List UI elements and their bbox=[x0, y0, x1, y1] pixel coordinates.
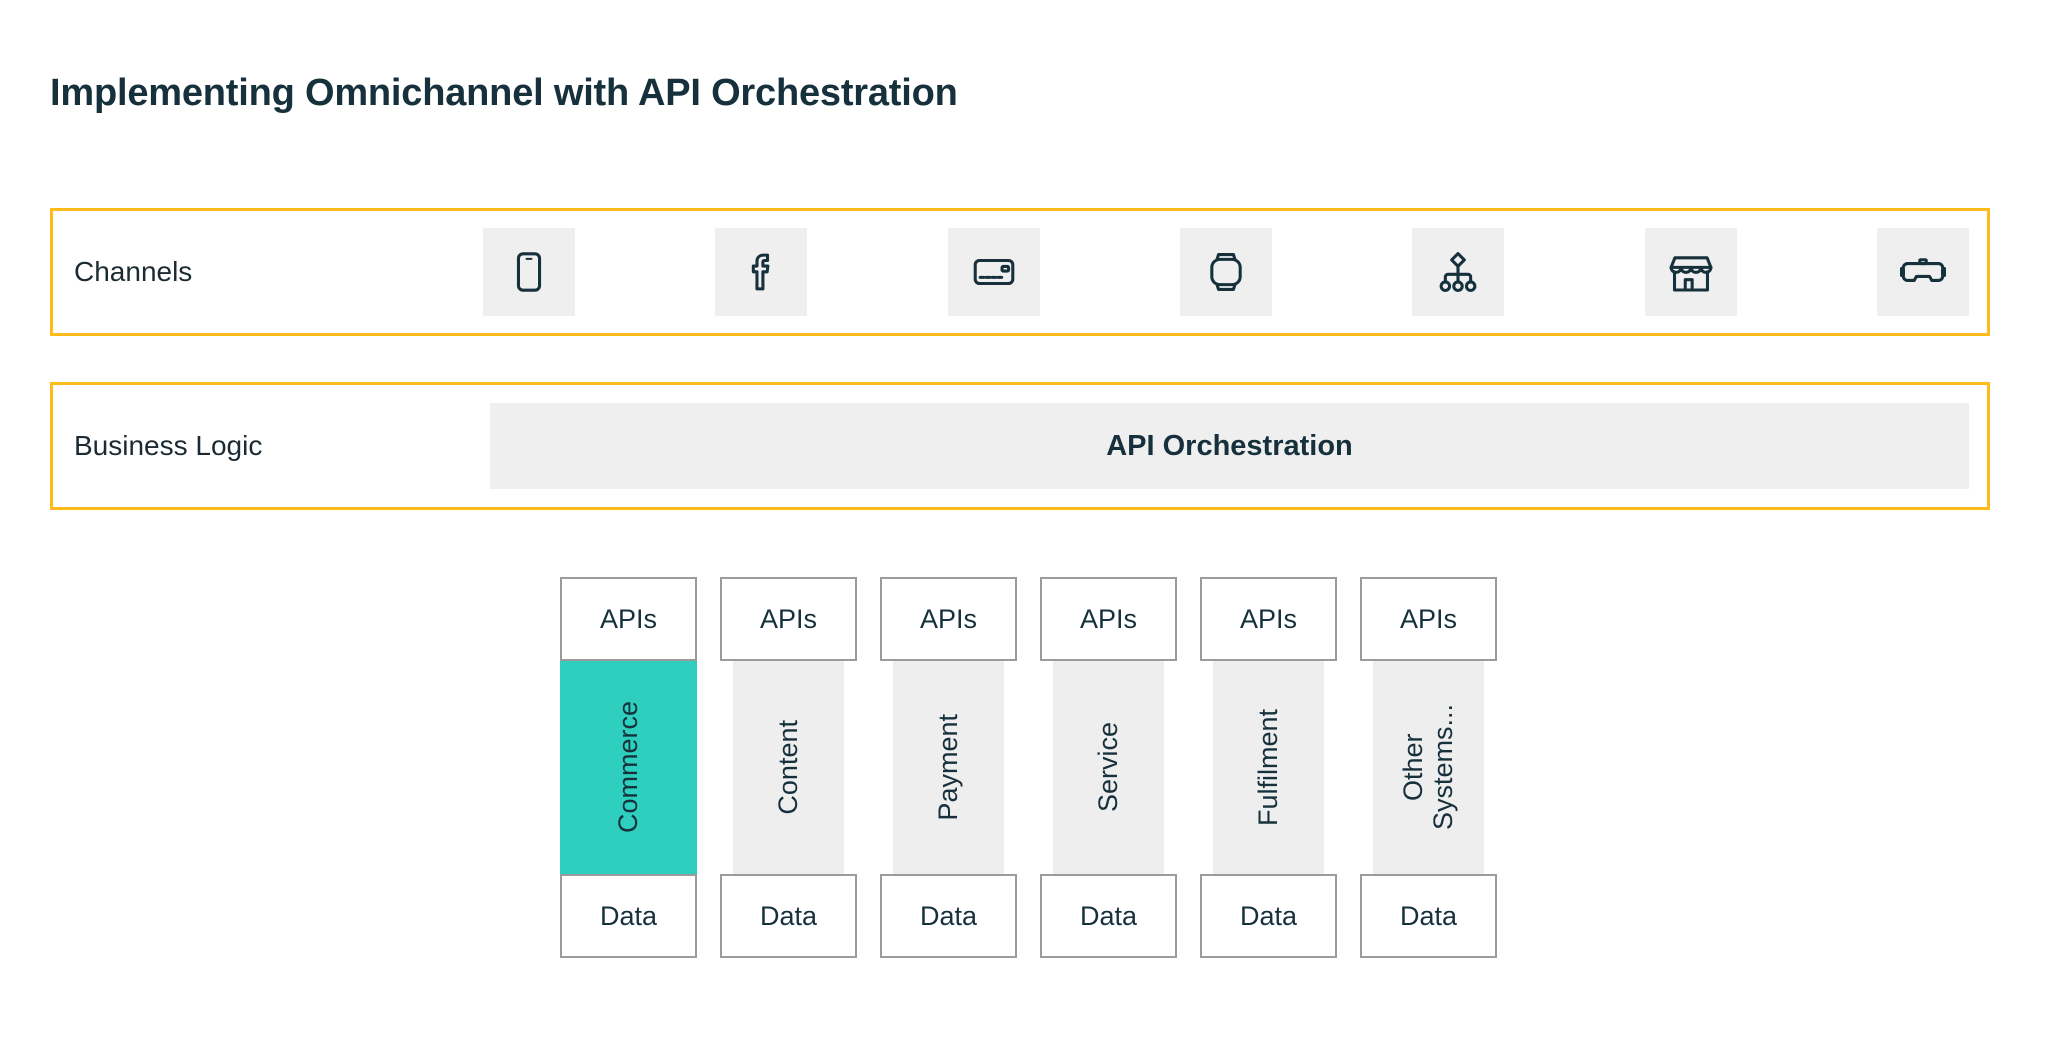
channel-tile-network-hierarchy[interactable] bbox=[1412, 228, 1505, 316]
service-column-service[interactable]: APIs Service Data bbox=[1040, 577, 1177, 958]
storefront-icon bbox=[1668, 249, 1714, 295]
api-box[interactable]: APIs bbox=[1200, 577, 1337, 661]
service-band[interactable]: Service bbox=[1053, 660, 1164, 875]
service-band[interactable]: Other Systems... bbox=[1373, 660, 1484, 875]
api-box[interactable]: APIs bbox=[880, 577, 1017, 661]
data-box[interactable]: Data bbox=[880, 874, 1017, 958]
vr-headset-icon bbox=[1899, 249, 1946, 295]
service-column-other-systems[interactable]: APIs Other Systems... Data bbox=[1360, 577, 1497, 958]
service-name-label: Service bbox=[1093, 722, 1124, 813]
service-column-payment[interactable]: APIs Payment Data bbox=[880, 577, 1017, 958]
smartphone-icon bbox=[506, 249, 552, 295]
service-column-content[interactable]: APIs Content Data bbox=[720, 577, 857, 958]
service-band[interactable]: Content bbox=[733, 660, 844, 875]
network-hierarchy-icon bbox=[1435, 249, 1481, 295]
service-name-label: Fulfilment bbox=[1253, 708, 1284, 827]
service-band[interactable]: Commerce bbox=[560, 660, 697, 875]
api-box[interactable]: APIs bbox=[720, 577, 857, 661]
channel-tile-smartwatch[interactable] bbox=[1179, 228, 1272, 316]
service-name-label: Commerce bbox=[613, 701, 644, 834]
service-column-commerce[interactable]: APIs Commerce Data bbox=[560, 577, 697, 958]
business-logic-row-label: Business Logic bbox=[74, 430, 263, 461]
api-box[interactable]: APIs bbox=[560, 577, 697, 661]
smartwatch-icon bbox=[1203, 249, 1249, 295]
service-column-fulfilment[interactable]: APIs Fulfilment Data bbox=[1200, 577, 1337, 958]
facebook-icon bbox=[738, 249, 784, 295]
service-band[interactable]: Fulfilment bbox=[1213, 660, 1324, 875]
api-orchestration-bar[interactable]: API Orchestration bbox=[490, 403, 1969, 489]
channel-tile-credit-card[interactable] bbox=[947, 228, 1040, 316]
service-name-label: Content bbox=[773, 720, 804, 815]
service-band[interactable]: Payment bbox=[893, 660, 1004, 875]
channel-tile-group bbox=[483, 211, 1969, 333]
service-name-label: Payment bbox=[933, 714, 964, 821]
channel-tile-storefront[interactable] bbox=[1644, 228, 1737, 316]
data-box[interactable]: Data bbox=[1360, 874, 1497, 958]
channels-row: Channels bbox=[50, 208, 1990, 336]
data-box[interactable]: Data bbox=[1040, 874, 1177, 958]
api-box[interactable]: APIs bbox=[1040, 577, 1177, 661]
channel-tile-smartphone[interactable] bbox=[483, 228, 575, 316]
data-box[interactable]: Data bbox=[1200, 874, 1337, 958]
data-box[interactable]: Data bbox=[720, 874, 857, 958]
service-name-label: Other Systems... bbox=[1398, 704, 1459, 831]
data-box[interactable]: Data bbox=[560, 874, 697, 958]
channels-row-label: Channels bbox=[74, 256, 193, 287]
service-column-group: APIs Commerce Data APIs Content Data API… bbox=[560, 577, 1497, 958]
channel-tile-vr-headset[interactable] bbox=[1876, 228, 1969, 316]
page-title: Implementing Omnichannel with API Orches… bbox=[50, 72, 958, 114]
api-box[interactable]: APIs bbox=[1360, 577, 1497, 661]
credit-card-icon bbox=[971, 249, 1017, 295]
business-logic-row: Business Logic API Orchestration bbox=[50, 382, 1990, 510]
channel-tile-facebook[interactable] bbox=[715, 228, 808, 316]
